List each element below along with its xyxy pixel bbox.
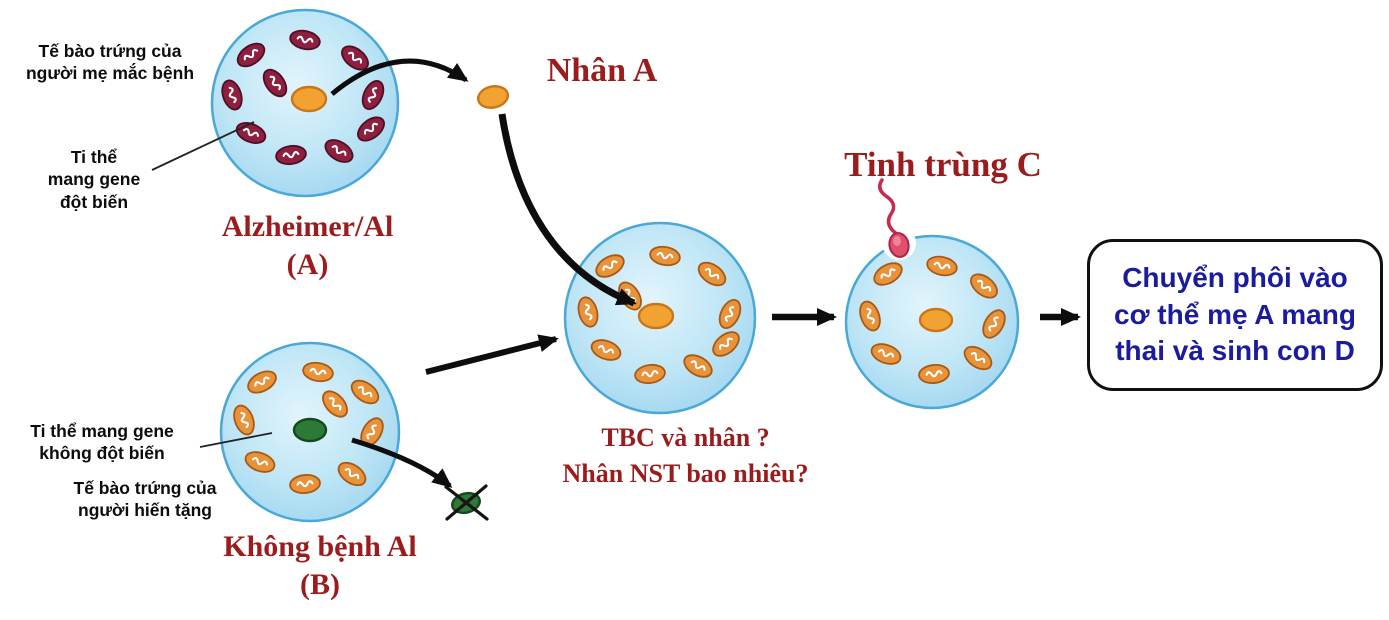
label-no-alzheimer-b: Không bệnh Al (B)	[223, 530, 417, 601]
cell-a-mother-egg	[210, 8, 400, 198]
label-mito-normal: Ti thể mang gene không đột biến	[30, 421, 174, 464]
result-box: Chuyển phôi vào cơ thể mẹ A mang thai và…	[1087, 239, 1383, 391]
mitochondrion	[302, 361, 334, 383]
mitochondrion	[233, 404, 255, 436]
label-alzheimer-a: Alzheimer/Al (A)	[221, 210, 394, 281]
mitochondrion	[244, 451, 276, 473]
mitochondrion	[649, 245, 681, 267]
mitochondrion	[963, 345, 993, 371]
mitochondrion	[870, 343, 902, 365]
cell-b-donor-egg	[219, 341, 401, 523]
cell-merged	[563, 221, 757, 415]
pointer-line-mito-b	[199, 432, 273, 448]
label-merged-question: TBC và nhân ? Nhân NST bao nhiêu?	[562, 423, 809, 489]
arrow-nucleus-removal	[351, 437, 453, 488]
sperm-tail	[878, 178, 899, 236]
mitochondrion	[577, 296, 599, 328]
arrow-cell-b-to-merged	[425, 334, 559, 375]
mitochondrion	[873, 262, 903, 286]
mitochondrion	[859, 300, 881, 332]
mitochondrion	[341, 45, 369, 71]
mitochondrion	[247, 370, 277, 394]
mitochondrion	[918, 364, 950, 384]
label-mother-egg: Tế bào trứng của người mẹ mắc bệnh	[25, 41, 195, 84]
nucleus-a	[290, 85, 328, 113]
mitochondrion	[595, 254, 625, 278]
sperm-c-icon	[878, 178, 916, 260]
mitochondrion	[324, 139, 354, 163]
mitochondrion	[697, 261, 727, 287]
nucleus-merged	[637, 302, 675, 330]
mitochondrion	[357, 116, 385, 142]
label-mito-mutant: Ti thể mang gene đột biến	[47, 147, 141, 212]
mitochondrion	[683, 354, 713, 378]
mitochondrion	[322, 390, 348, 418]
arrow-nucleus-transfer	[498, 113, 637, 307]
label-sperm-c: Tinh trùng C	[844, 145, 1042, 184]
cell-fertilized	[844, 234, 1020, 410]
label-nucleus-a: Nhân A	[546, 52, 658, 89]
mitochondrion	[235, 122, 267, 144]
mitochondrion	[289, 29, 321, 51]
mitochondrion	[970, 273, 998, 299]
nucleus-b	[292, 417, 328, 443]
pointer-line-mito-a	[151, 121, 255, 171]
mitochondrion	[712, 331, 740, 357]
mitochondrion	[236, 42, 266, 68]
discarded-nucleus-b	[444, 484, 489, 521]
mitochondrion	[634, 363, 666, 385]
mitochondrion	[982, 309, 1006, 339]
mitochondrion	[590, 339, 622, 361]
mitochondrion	[262, 68, 288, 98]
label-donor-egg: Tế bào trứng của người hiến tặng	[73, 478, 217, 521]
extracted-nucleus-a	[476, 85, 510, 109]
mitochondrion	[337, 461, 367, 487]
arrow-nucleus-extraction	[330, 58, 469, 96]
mitochondrion	[718, 298, 742, 330]
mitochondrion	[275, 144, 307, 166]
mitochondrion	[361, 79, 385, 111]
mitochondrion	[350, 379, 380, 405]
sperm-head-highlight	[893, 236, 901, 246]
mitochondrion	[289, 474, 321, 494]
mitochondrion	[926, 255, 958, 277]
mitochondrion	[221, 79, 243, 111]
x-mark-line	[445, 484, 488, 521]
nucleus-fertilized	[918, 307, 954, 333]
